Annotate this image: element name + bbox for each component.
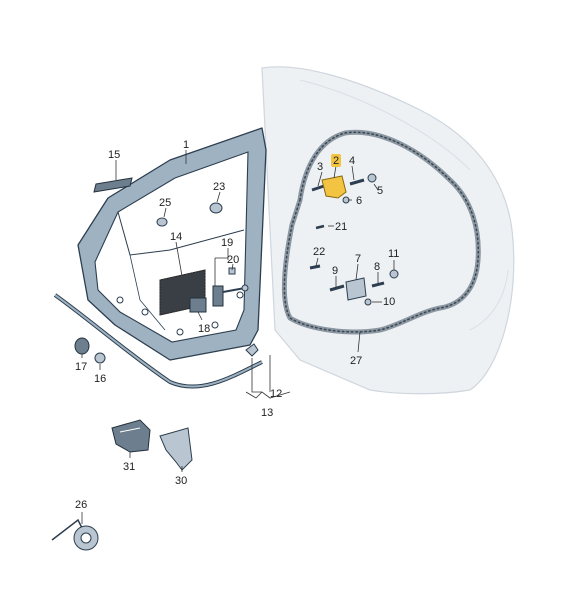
callout-2: 2 [333, 155, 339, 167]
callout-18: 18 [198, 323, 210, 335]
plug-17 [74, 337, 90, 355]
callout-16: 16 [94, 373, 106, 385]
hinge-2-highlighted [321, 175, 347, 199]
callout-7: 7 [355, 253, 361, 265]
callout-4: 4 [349, 155, 355, 167]
callout-5: 5 [377, 185, 383, 197]
callout-25: 25 [159, 197, 171, 209]
bolt-3 [311, 184, 325, 192]
callout-13: 13 [261, 407, 273, 419]
plug-16 [94, 352, 106, 364]
part-30 [159, 427, 193, 471]
callout-6: 6 [356, 195, 362, 207]
callout-3: 3 [317, 161, 323, 173]
callout-1: 1 [183, 139, 189, 151]
clip-12 [245, 343, 259, 357]
bolt-4 [349, 178, 365, 186]
callouts: 1 2 3 4 5 6 7 8 9 10 11 12 13 14 15 16 1… [75, 139, 399, 511]
callout-26: 26 [75, 499, 87, 511]
nut-11 [389, 269, 399, 279]
bolt-9 [329, 284, 345, 292]
tape-roll-26 [51, 518, 99, 551]
callout-21: 21 [335, 221, 347, 233]
bolt-21 [315, 224, 325, 230]
leader-lines [81, 150, 395, 524]
door-seal [281, 129, 481, 335]
part-19-checkstrap [212, 284, 249, 307]
callout-11: 11 [388, 248, 399, 260]
car-body-panel [261, 66, 515, 395]
part-18-bracket [189, 297, 207, 313]
hinge-7 [345, 277, 367, 301]
callout-9: 9 [332, 265, 338, 277]
callout-15: 15 [108, 149, 120, 161]
plug-25 [156, 217, 168, 227]
callout-12: 12 [270, 388, 282, 400]
callout-17: 17 [75, 361, 87, 373]
callout-14: 14 [170, 231, 182, 243]
part-31 [111, 419, 151, 453]
callout-31: 31 [123, 461, 135, 473]
callout-30: 30 [175, 475, 187, 487]
callout-10: 10 [383, 296, 395, 308]
callout-19: 19 [221, 237, 233, 249]
callout-27: 27 [350, 355, 362, 367]
callout-23: 23 [213, 181, 225, 193]
callout-8: 8 [374, 261, 380, 273]
nut-5 [367, 173, 377, 183]
callout-20: 20 [227, 254, 239, 266]
callout-2-highlight [331, 154, 341, 167]
bolt-22 [309, 264, 321, 270]
door-frame [77, 127, 267, 361]
lower-seal-strip [53, 293, 263, 389]
part-15-plate [93, 177, 133, 193]
plug-23 [209, 202, 223, 214]
washer-10 [364, 298, 372, 306]
bolt-8 [371, 281, 385, 288]
callout-22: 22 [313, 246, 325, 258]
